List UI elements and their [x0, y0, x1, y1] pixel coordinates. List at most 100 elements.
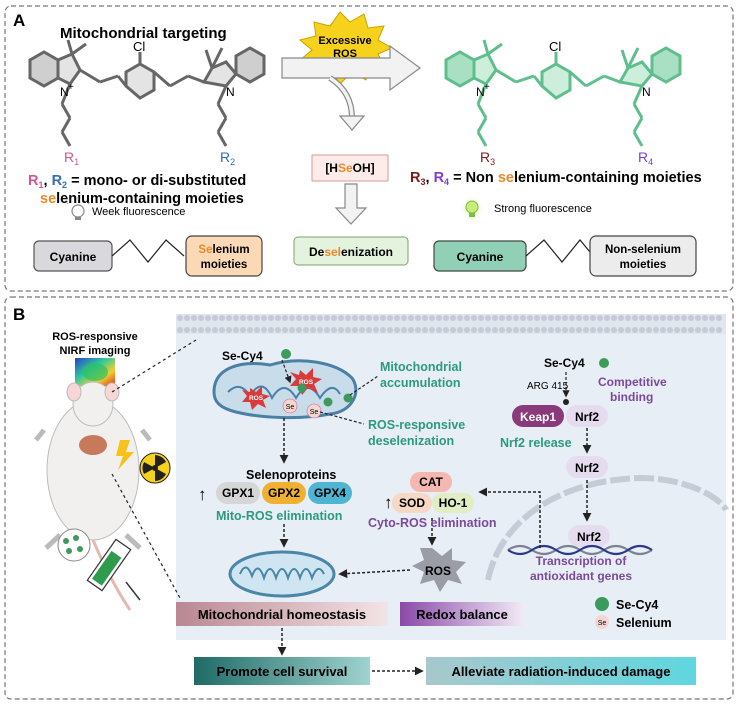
lipid-head — [646, 315, 652, 321]
lipid-head — [513, 327, 519, 333]
lipid-head — [688, 315, 694, 321]
cat-label: CAT — [419, 475, 443, 489]
lipid-head — [569, 327, 575, 333]
lipid-head — [247, 315, 253, 321]
competitive-binding-line1: Competitive — [598, 375, 667, 389]
lipid-head — [436, 327, 442, 333]
lipid-head — [709, 315, 715, 321]
lipid-head — [506, 327, 512, 333]
lipid-head — [338, 315, 344, 321]
cyto-ros-elimination: Cyto-ROS elimination — [368, 516, 496, 530]
right-plus-sign: + — [484, 82, 490, 93]
lipid-head — [282, 327, 288, 333]
mito-accumulation-line2: accumulation — [380, 376, 461, 390]
se-atom-1: Se — [286, 404, 295, 411]
lipid-head — [268, 327, 274, 333]
lipid-head — [527, 327, 533, 333]
lipid-head — [415, 315, 421, 321]
lipid-head — [191, 315, 197, 321]
lipid-head — [345, 315, 351, 321]
lipid-head — [653, 315, 659, 321]
sod-label: SOD — [399, 496, 425, 510]
redox-balance-label: Redox balance — [416, 607, 508, 622]
se-atom-2: Se — [310, 409, 319, 416]
lipid-head — [541, 327, 547, 333]
ros-burst-2 — [290, 368, 322, 395]
keap1-label: Keap1 — [520, 410, 556, 424]
lipid-head — [660, 315, 666, 321]
lipid-head — [625, 327, 631, 333]
lipid-head — [695, 327, 701, 333]
pill-dish-icon — [57, 528, 91, 562]
zoom-line-top — [111, 339, 197, 393]
lipid-head — [352, 315, 358, 321]
lipid-head — [590, 327, 596, 333]
lipid-head — [394, 327, 400, 333]
lipid-head — [653, 327, 659, 333]
lipid-head — [436, 315, 442, 321]
lipid-head — [618, 315, 624, 321]
r1-label: R1 — [64, 149, 79, 167]
gpx1-label: GPX1 — [222, 486, 254, 500]
lipid-head — [660, 327, 666, 333]
keap1-pill — [512, 405, 564, 427]
lipid-head — [646, 327, 652, 333]
lipid-head — [597, 327, 603, 333]
lipid-head — [527, 315, 533, 321]
lipid-head — [261, 327, 267, 333]
lipid-head — [667, 315, 673, 321]
lipid-head — [310, 315, 316, 321]
nrf2-bound-label: Nrf2 — [575, 410, 599, 424]
lipid-head — [296, 327, 302, 333]
lipid-head — [548, 315, 554, 321]
lipid-head — [443, 315, 449, 321]
lipid-head — [709, 327, 715, 333]
right-definition: R3, R4 = Non selenium-containing moietie… — [410, 170, 702, 187]
strong-fluorescence-label: Strong fluorescence — [494, 203, 592, 215]
lipid-head — [191, 327, 197, 333]
lipid-head — [443, 327, 449, 333]
mito-ros-elimination: Mito-ROS elimination — [216, 509, 342, 523]
nrf2-nucleus-label: Nrf2 — [577, 530, 601, 544]
lipid-head — [471, 327, 477, 333]
cyanine-right-label: Cyanine — [457, 250, 504, 264]
lipid-head — [457, 315, 463, 321]
down-arrow-deselenization — [334, 183, 368, 225]
lipid-head — [499, 327, 505, 333]
legend-selenium-label: Selenium — [616, 616, 672, 630]
excessive-ros-text-1: Excessive — [318, 35, 371, 47]
mito-homeostasis-label: Mitochondrial homeostasis — [198, 607, 366, 622]
lipid-head — [226, 327, 232, 333]
lipid-head — [478, 327, 484, 333]
non-selenium-box — [589, 235, 697, 277]
mito-accumulation-line1: Mitochondrial — [380, 360, 462, 374]
lipid-head — [366, 315, 372, 321]
se-cy4-left-label: Se-Cy4 — [222, 349, 263, 363]
lipid-head — [233, 327, 239, 333]
lipid-head — [422, 315, 428, 321]
lipid-head — [702, 327, 708, 333]
hseoh-label: [HSeOH] — [325, 161, 374, 175]
lipid-head — [562, 327, 568, 333]
lipid-head — [289, 327, 295, 333]
right-n-plus-label: N — [476, 85, 485, 99]
lipid-head — [716, 315, 722, 321]
lipid-head — [352, 327, 358, 333]
cell-membrane — [176, 314, 726, 334]
se-cy4-dot-top — [281, 349, 291, 359]
ros-deselenization-line1: ROS-responsive — [368, 418, 465, 432]
lipid-head — [478, 315, 484, 321]
antioxidant-up-arrow: ↑ — [384, 493, 393, 512]
lipid-head — [583, 327, 589, 333]
mitochondrial-targeting-title: Mitochondrial targeting — [60, 25, 227, 42]
lipid-head — [205, 315, 211, 321]
bright-bulb-icon — [458, 195, 486, 223]
reaction-arrow — [281, 44, 422, 92]
nrf2-bound-pill — [566, 405, 608, 427]
lipid-head — [380, 327, 386, 333]
non-selenium-line1: Non-selenium — [605, 244, 681, 256]
lipid-head — [422, 327, 428, 333]
lipid-head — [205, 327, 211, 333]
lipid-head — [261, 315, 267, 321]
deselenization-box — [293, 236, 409, 266]
